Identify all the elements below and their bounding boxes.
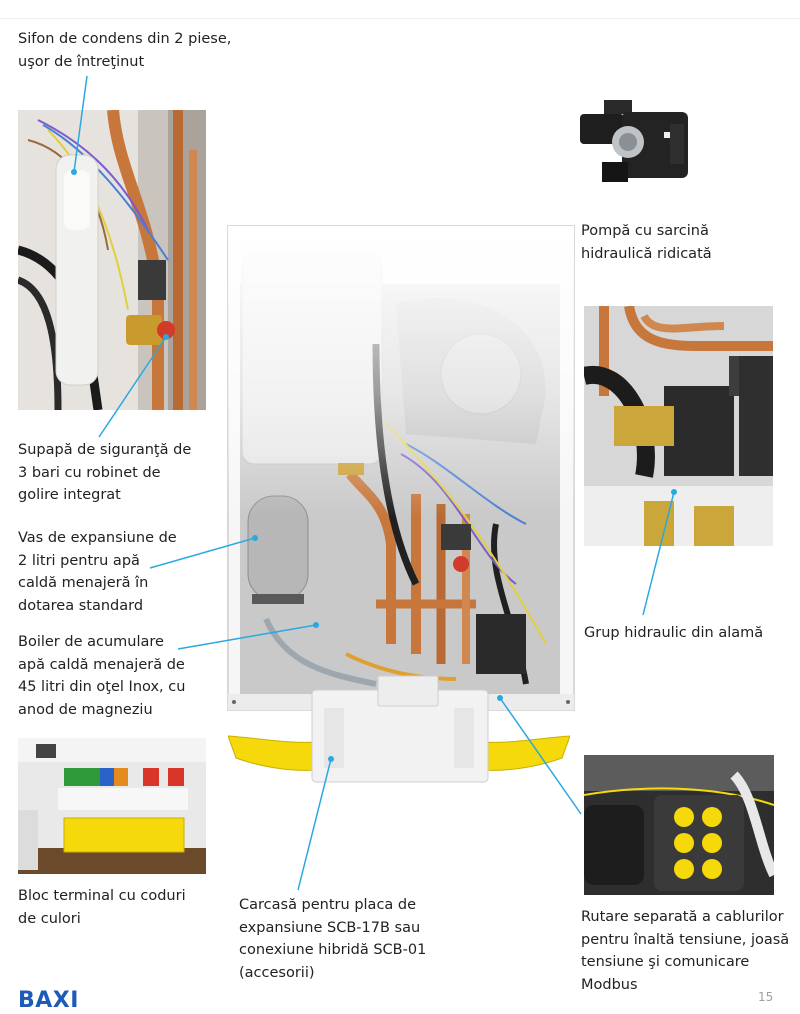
- baxi-logo: BAXI: [18, 988, 79, 1013]
- photo-pompa: [574, 92, 702, 192]
- header-rule: [0, 18, 800, 19]
- photo-sifon-condens: [18, 110, 206, 410]
- photo-centrala: [226, 224, 576, 712]
- caption-grup-hidraulic: Grup hidraulic din alamă: [584, 625, 764, 641]
- photo-grup-hidraulic: [584, 306, 773, 546]
- photo-bloc-terminal: [18, 738, 206, 874]
- page-number: 15: [758, 990, 774, 1004]
- caption-sifon: Sifon de condens din 2 piese,uşor de înt…: [18, 31, 232, 70]
- photo-rutare-cabluri: [584, 755, 774, 895]
- photo-carcasa-scb: [228, 672, 570, 792]
